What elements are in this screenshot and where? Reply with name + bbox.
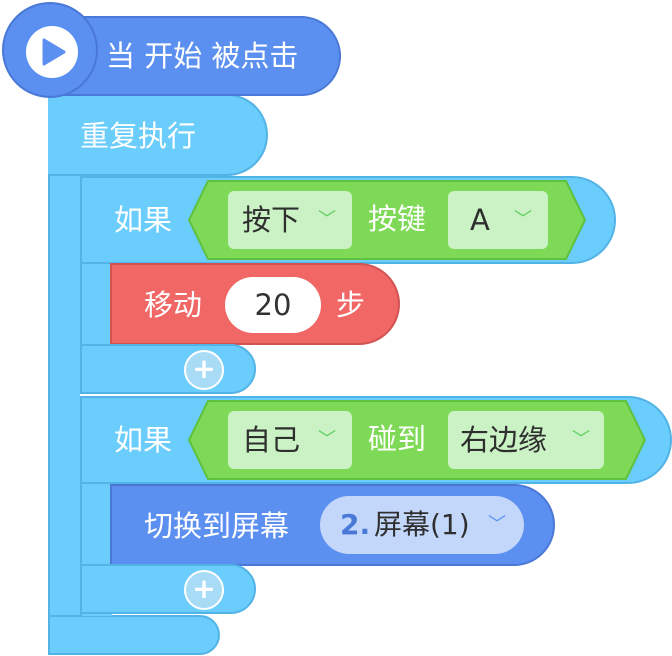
chevron-down-icon: ﹀ — [318, 209, 336, 230]
play-icon-bg — [26, 26, 78, 78]
key-value: A — [470, 203, 490, 237]
forever-label: 重复执行 — [80, 119, 197, 153]
forever-block[interactable]: 重复执行 — [48, 94, 268, 176]
start-button[interactable] — [2, 2, 98, 98]
condition-word: 碰到 — [368, 422, 427, 456]
screen-dropdown[interactable]: 2. 屏幕(1) ﹀ — [320, 496, 524, 554]
forever-block-foot — [48, 615, 220, 655]
chevron-down-icon: ﹀ — [514, 209, 532, 230]
key-action-value: 按下 — [242, 203, 301, 237]
edge-value: 右边缘 — [460, 423, 548, 457]
add-block-button[interactable]: + — [184, 570, 224, 610]
if-block-1-foot — [80, 344, 256, 394]
hat-label: 当 开始 被点击 — [106, 39, 299, 73]
chevron-down-icon: ﹀ — [318, 429, 336, 450]
switch-label: 切换到屏幕 — [144, 509, 290, 543]
steps-input[interactable]: 20 — [225, 277, 321, 333]
chevron-down-icon: ﹀ — [572, 429, 590, 450]
key-action-dropdown[interactable]: 按下 ﹀ — [228, 191, 352, 249]
move-unit: 步 — [336, 288, 366, 322]
condition-word: 按键 — [368, 202, 427, 236]
add-block-button[interactable]: + — [184, 350, 224, 390]
key-dropdown[interactable]: A ﹀ — [448, 191, 548, 249]
condition-key-pressed[interactable]: 按下 ﹀ 按键 A ﹀ — [188, 180, 586, 260]
if-label: 如果 — [114, 203, 173, 237]
if-block-2-foot — [80, 564, 256, 614]
screen-name: 屏幕(1) — [374, 508, 470, 541]
sprite-dropdown[interactable]: 自己 ﹀ — [228, 411, 352, 469]
chevron-down-icon: ﹀ — [488, 514, 506, 535]
sprite-value: 自己 — [242, 423, 301, 457]
play-icon — [42, 38, 66, 66]
screen-index: 2. — [340, 508, 371, 541]
edge-dropdown[interactable]: 右边缘 ﹀ — [448, 411, 604, 469]
if-label: 如果 — [114, 423, 173, 457]
forever-block-arm — [48, 150, 80, 655]
move-label: 移动 — [144, 288, 203, 322]
condition-touching[interactable]: 自己 ﹀ 碰到 右边缘 ﹀ — [188, 400, 646, 480]
